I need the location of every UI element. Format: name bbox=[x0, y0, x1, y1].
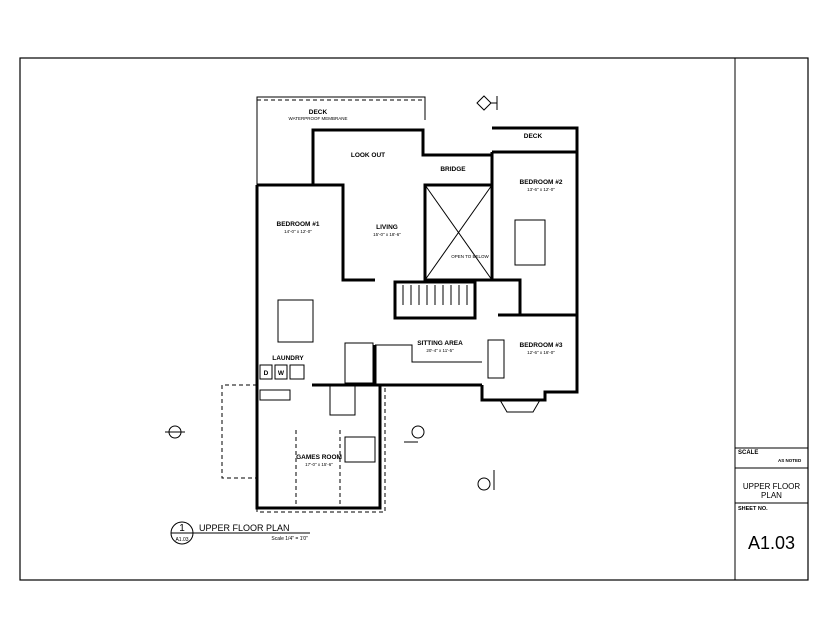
room-label-sitting-area: SITTING AREA bbox=[417, 340, 463, 347]
room-label-deck-2: DECK bbox=[524, 133, 543, 140]
title-block-scale-label: SCALE bbox=[738, 450, 759, 456]
north-arrow-icon bbox=[476, 95, 498, 111]
sheet-border bbox=[19, 57, 809, 581]
room-label-bedroom-3: BEDROOM #3 bbox=[520, 342, 563, 349]
room-label-laundry: LAUNDRY bbox=[272, 355, 304, 362]
drawing-sheet-ref: A1.03 bbox=[175, 537, 188, 543]
section-marker-icon bbox=[477, 470, 495, 491]
title-block-sheet-title: UPPER FLOOR PLAN bbox=[742, 482, 801, 500]
room-size-bedroom-3: 12'-6" x 16'-0" bbox=[527, 350, 555, 355]
section-marker-icon bbox=[404, 425, 425, 443]
room-label-bridge: BRIDGE bbox=[440, 166, 466, 173]
room-size-sitting-area: 20'-4" x 11'-5" bbox=[426, 348, 454, 353]
room-label-bedroom-2: BEDROOM #2 bbox=[520, 179, 563, 186]
dryer-label: D bbox=[264, 370, 269, 377]
title-block-scale-value: AS NOTED bbox=[778, 458, 802, 463]
room-size-bedroom-1: 14'-0" x 12'-0" bbox=[284, 229, 312, 234]
room-size-bedroom-2: 13'-6" x 12'-0" bbox=[527, 187, 555, 192]
deck-note: WATERPROOF MEMBRANE bbox=[288, 116, 347, 121]
room-size-living: 15'-0" x 18'-6" bbox=[373, 232, 401, 237]
title-block-sheet-no-label: SHEET NO. bbox=[738, 506, 768, 512]
open-to-below-label: OPEN TO BELOW bbox=[451, 254, 489, 259]
title-block-sheet-no: A1.03 bbox=[747, 533, 796, 553]
room-label-games-room: GAMES ROOM bbox=[296, 454, 342, 461]
drawing-number: 1 bbox=[179, 523, 185, 534]
section-marker-icon bbox=[165, 425, 185, 439]
drawing-scale: Scale 1/4" = 1'0" bbox=[271, 536, 308, 542]
plan-walls bbox=[221, 96, 579, 513]
washer-label: W bbox=[278, 370, 285, 377]
room-label-bedroom-1: BEDROOM #1 bbox=[277, 221, 320, 228]
room-label-lookout: LOOK OUT bbox=[351, 152, 385, 159]
drawing-title: 1 A1.03 UPPER FLOOR PLAN Scale 1/4" = 1'… bbox=[170, 521, 310, 545]
drawing-title-text: UPPER FLOOR PLAN bbox=[199, 523, 290, 533]
room-size-games-room: 17'-0" x 15'-6" bbox=[305, 462, 333, 467]
room-label-living: LIVING bbox=[376, 224, 398, 231]
room-label-deck: DECK bbox=[309, 109, 328, 116]
